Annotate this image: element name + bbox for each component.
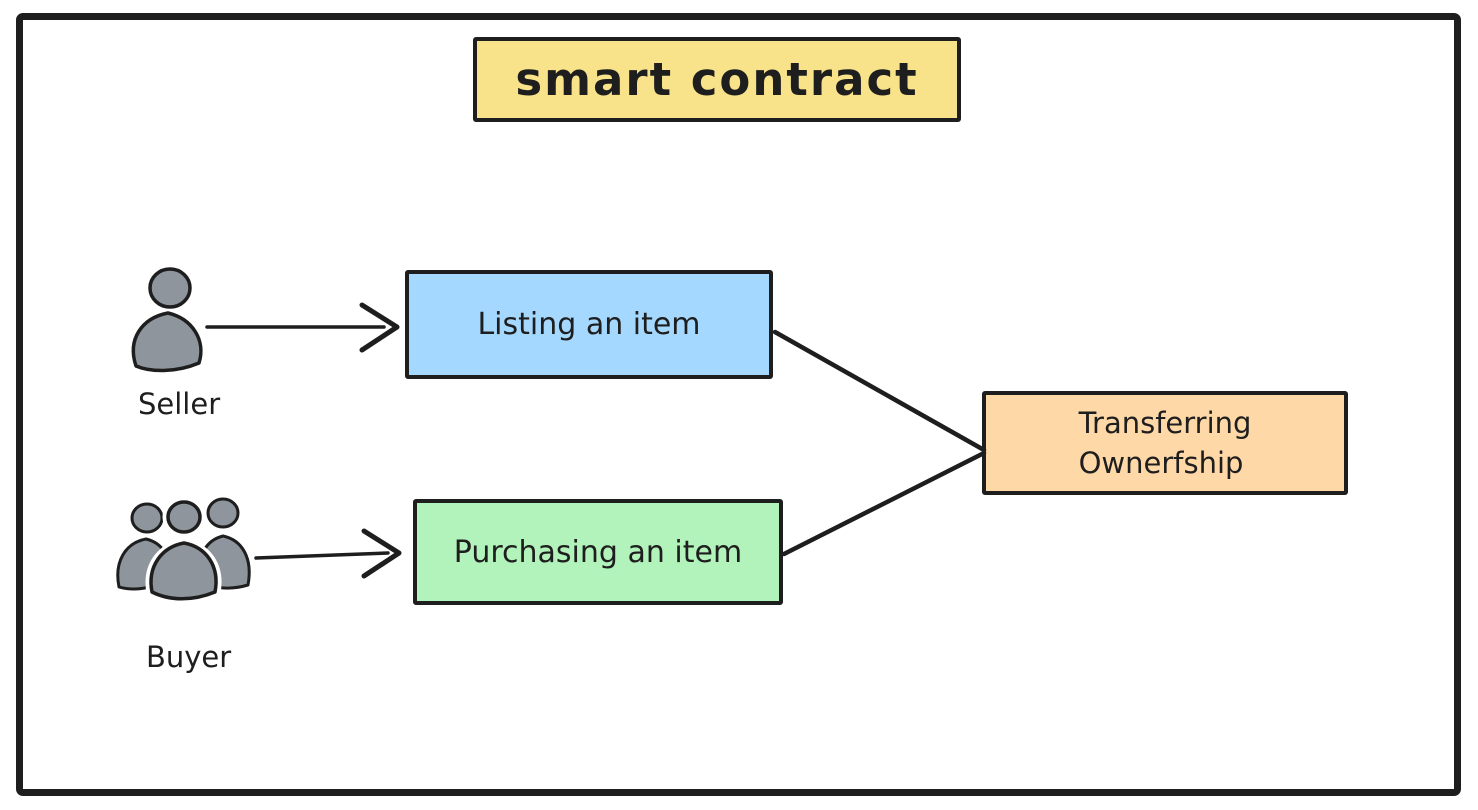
transferring-line-2: Ownerfship — [1078, 446, 1244, 480]
node-listing-an-item: Listing an item — [405, 270, 773, 379]
node-purchasing-label: Purchasing an item — [453, 534, 743, 570]
person-icon — [131, 267, 203, 373]
person-head — [166, 500, 202, 534]
transferring-line-1: Transferring — [1078, 405, 1252, 440]
people-group-icon — [116, 496, 251, 604]
person-head — [206, 497, 240, 529]
node-purchasing-an-item: Purchasing an item — [413, 499, 783, 605]
node-transferring-label: Transferring Ownerfship — [1079, 403, 1252, 483]
person-head — [148, 267, 192, 309]
person-body — [149, 541, 218, 601]
person-body — [131, 311, 203, 373]
seller-label: Seller — [138, 387, 221, 421]
diagram-title: smart contract — [515, 53, 919, 106]
node-transferring-ownership: Transferring Ownerfship — [982, 391, 1348, 495]
person-head — [130, 502, 164, 534]
buyer-label: Buyer — [146, 640, 232, 674]
outer-frame — [16, 13, 1461, 796]
title-node: smart contract — [473, 37, 961, 122]
node-listing-label: Listing an item — [477, 307, 701, 342]
